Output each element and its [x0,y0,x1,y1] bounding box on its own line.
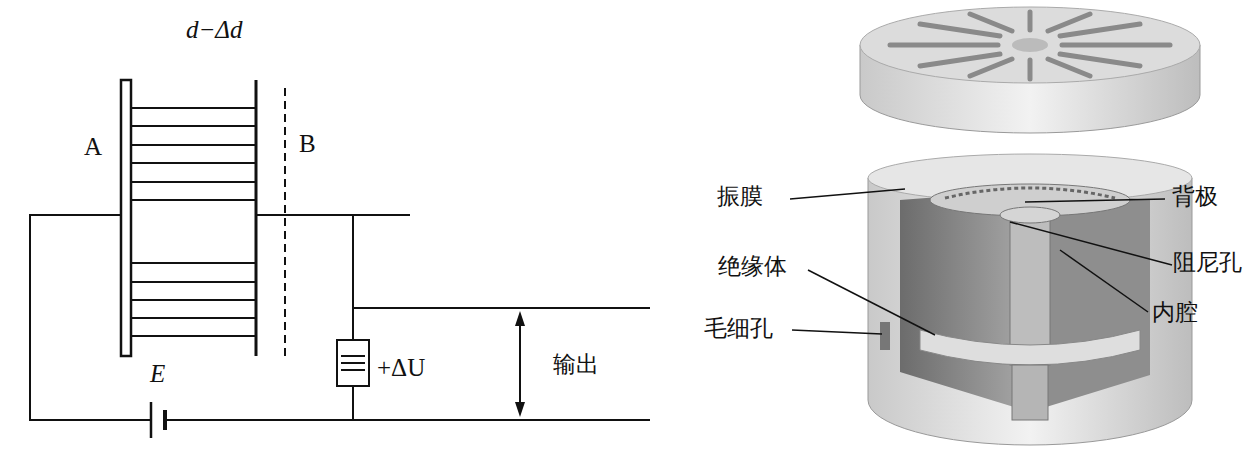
wires-part [352,215,354,340]
output-arrow-part [515,402,525,417]
leader-lines-part [792,330,882,334]
microphone-cap-part [860,7,1200,83]
battery-symbol [151,402,165,438]
signal-name: +ΔU [377,354,425,382]
resistor-symbol [337,340,369,386]
cap-slots-part [970,59,1012,76]
resistor-symbol-part [341,369,365,371]
field-lines-part [131,335,255,337]
field-lines-part [131,162,255,164]
center-post [1010,215,1050,365]
cap-slots-part [970,14,1012,31]
field-lines-part [131,262,255,264]
field-lines-part [131,281,255,283]
field-lines-part [131,107,255,109]
cap-slots-part [920,54,1000,66]
cap-slots [890,12,1170,79]
microphone-body-part [868,178,1192,445]
wires [30,215,650,420]
resistor-symbol-part [337,340,369,386]
source-name: E [150,360,165,388]
battery-symbol-part [150,402,153,438]
field-lines-part [131,199,255,201]
field-lines [131,108,255,336]
wires-part [30,215,150,420]
plate-b [255,80,258,356]
diaphragm [945,188,1115,198]
output-label: 输出 [553,352,599,377]
plate-b-displaced [284,88,286,356]
cap-slots-part [1048,59,1090,76]
plate-a [121,80,131,356]
field-lines-part [131,299,255,301]
microphone-body-part [1012,365,1048,420]
microphone-cap-part [1012,38,1048,52]
cap-slots-part [920,24,1000,36]
part-name: 毛细孔 [704,316,773,341]
output-arrow [515,311,525,417]
part-name: 背极 [1172,184,1218,209]
field-lines-part [131,125,255,127]
cap-slots-part [1048,14,1090,31]
leader-lines [790,189,1172,335]
wires-part [352,386,354,420]
cap-slots-part [1028,60,1033,79]
circuit [30,80,650,438]
wires-part [166,419,650,421]
insulator [920,330,1140,365]
field-lines-part [131,317,255,319]
plate-name: B [299,130,316,158]
resistor-symbol-part [341,362,365,364]
leader-lines-part [790,189,905,199]
microphone-body-part [1000,207,1060,223]
cap-slots-part [1060,24,1140,36]
cap-slots-part [890,43,998,48]
microphone-cap [860,7,1200,133]
output-arrow-part [515,311,525,326]
field-lines-part [131,181,255,183]
battery-symbol-part [163,410,167,430]
microphone-body [868,154,1192,445]
wires-part [256,214,410,216]
capillary-hole [880,322,890,350]
wires-part [353,307,650,309]
leader-lines-part [1010,222,1172,265]
output-arrow-part [519,316,521,412]
part-name: 阻尼孔 [1173,250,1242,275]
leader-lines-part [808,270,935,335]
resistor-symbol-part [341,355,365,357]
gap-dimension: d−Δd [186,16,243,44]
part-name: 振膜 [717,184,763,209]
cap-slots-part [1060,54,1140,66]
cap-slots-part [1062,43,1170,48]
cap-slots-part [1028,12,1033,30]
field-lines-part [131,144,255,146]
part-name: 内腔 [1152,300,1198,325]
part-name: 绝缘体 [718,254,787,279]
plate-name: A [84,133,102,161]
leader-lines-part [1025,199,1165,202]
leader-lines-part [1060,250,1148,312]
